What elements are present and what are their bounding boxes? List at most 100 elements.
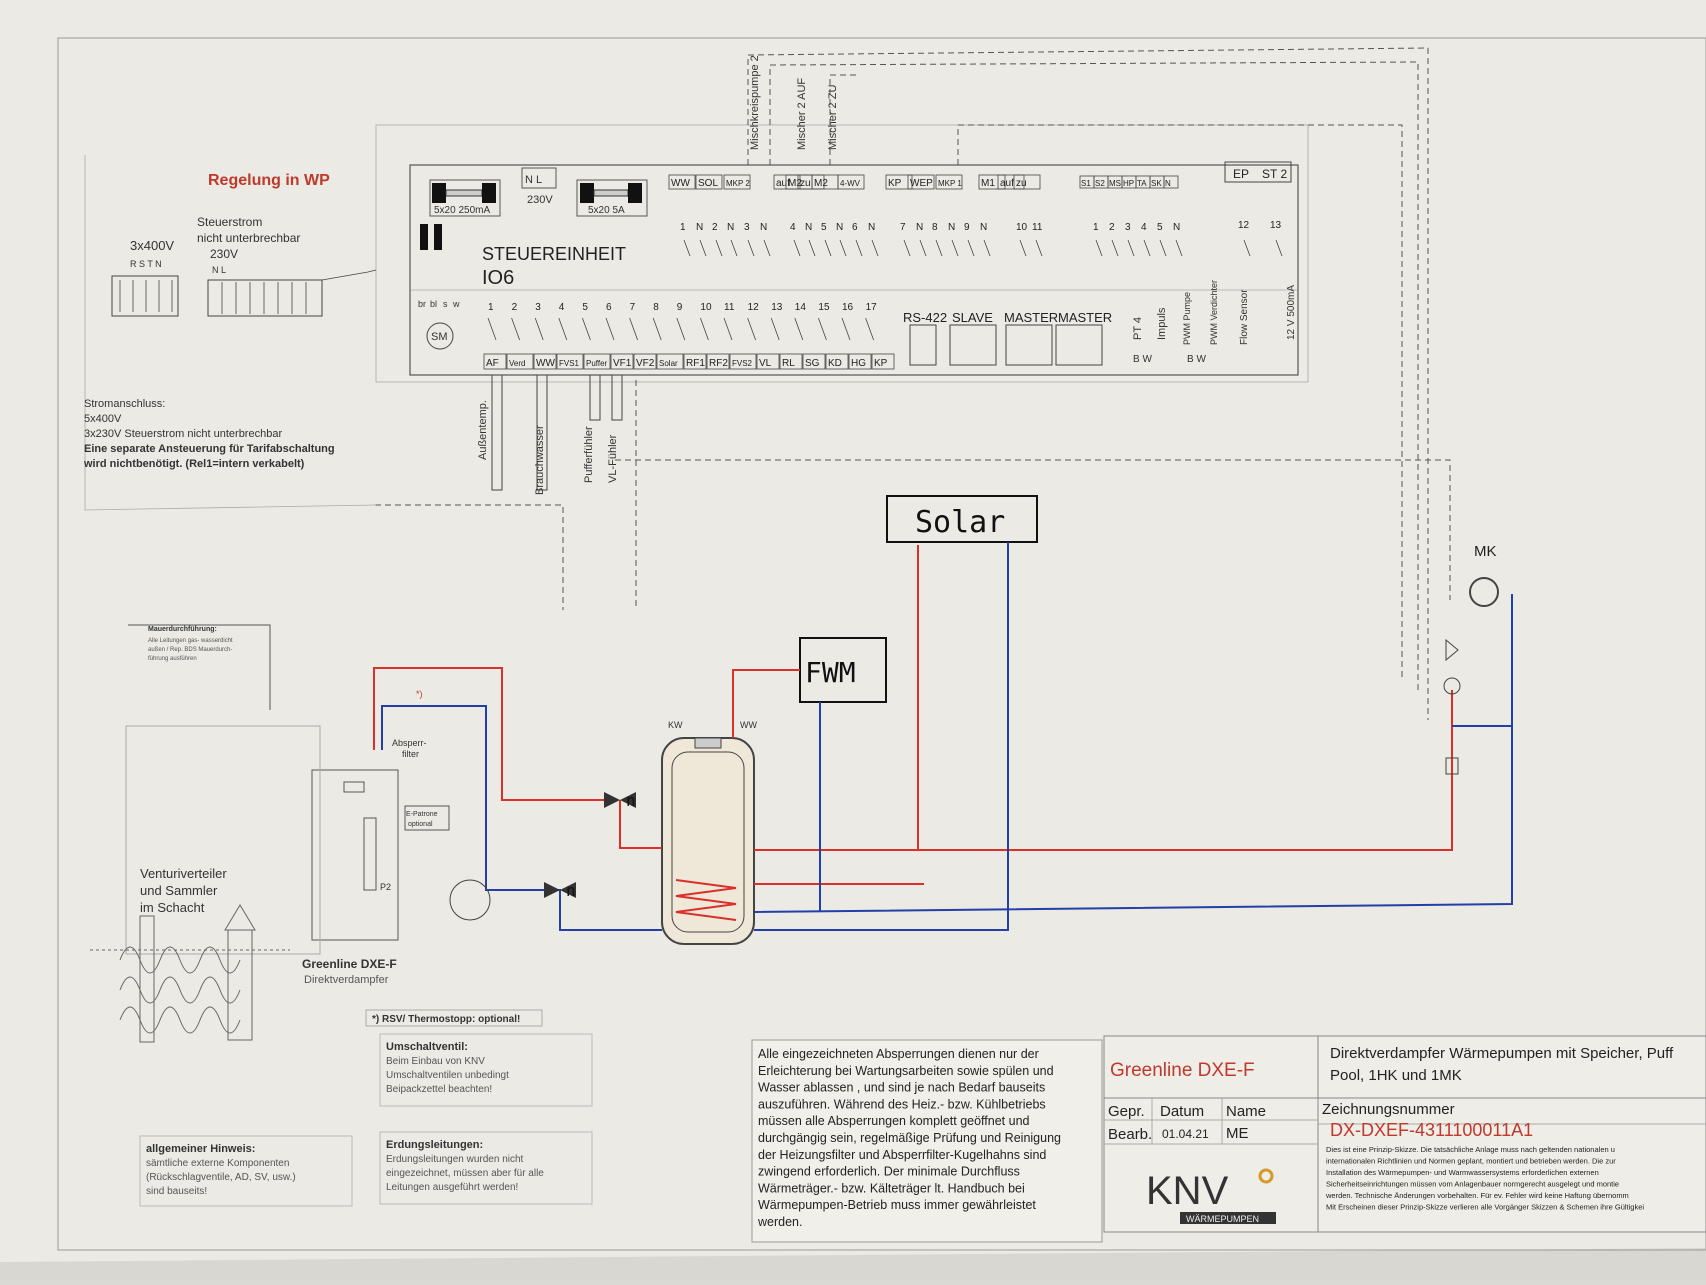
venturi-line-1: Venturiverteiler: [140, 866, 227, 881]
hinweis-note: allgemeiner Hinweis: sämtliche externe K…: [139, 1135, 353, 1207]
relay-number-16: 9: [964, 222, 970, 233]
supply-note-bold-1: Eine separate Ansteuerung für Tarifabsch…: [84, 443, 335, 455]
mauer-title: Mauerdurchführung:: [148, 626, 217, 633]
relay-right-5: N: [1173, 222, 1180, 233]
datum-label: Datum: [1160, 1103, 1204, 1120]
umschalt-title: Umschaltventil:: [386, 1041, 468, 1053]
main-note-line-11: werden.: [757, 1215, 802, 1229]
supply-note-1: Stromanschluss:: [84, 398, 165, 410]
product-title: Greenline DXE-F: [1110, 1060, 1255, 1081]
control-unit-model: IO6: [482, 267, 514, 289]
name-label: Name: [1226, 1103, 1266, 1120]
terminal-af: AF: [486, 358, 499, 369]
relay-number-7: N: [805, 222, 812, 233]
relay-number-4: 3: [744, 222, 750, 233]
control-unit-name: STEUEREINHEIT: [482, 244, 626, 264]
main-note-line-10: Wärmepumpen-Betrieb muss immer gewährlei…: [758, 1198, 1036, 1212]
relay-number-12: 7: [900, 222, 906, 233]
relay-number-5: N: [760, 222, 767, 233]
rstn-label: R S T N: [130, 259, 162, 269]
terminal-vf1: VF1: [613, 358, 632, 369]
disclaimer-line-2: internationalen Richtlinien und Normen g…: [1326, 1157, 1616, 1166]
terminal-top-7: 4-WV: [840, 179, 861, 188]
description-line-2: Pool, 1HK und 1MK: [1330, 1067, 1462, 1084]
logo-dot: [1258, 1168, 1274, 1184]
supply-note-2: 5x400V: [84, 413, 122, 425]
sensor-number-9: 9: [677, 302, 683, 313]
venturi-line-2: und Sammler: [140, 883, 218, 898]
relay-13: 13: [1270, 220, 1282, 231]
controller-heading: Regelung in WP: [208, 172, 330, 189]
terminal-rf2: RF2: [709, 358, 728, 369]
valve-bottom-n: n: [566, 881, 576, 900]
stepper-motor: SM br bl s w: [418, 299, 460, 350]
pipes-return: [381, 542, 1513, 931]
unit-title: Greenline DXE-F: [302, 957, 397, 971]
main-note-line-5: müssen alle Absperrungen komplett geöffn…: [758, 1114, 1030, 1128]
relay-12: 12: [1238, 220, 1250, 231]
mains-230v-label: 230V: [527, 194, 553, 206]
motor-wire-w: w: [452, 299, 460, 309]
sensor-number-7: 7: [630, 302, 636, 313]
umschalt-line-1: Beim Einbau von KNV: [386, 1056, 485, 1067]
relay-number-1: N: [696, 222, 703, 233]
ww-label: WW: [740, 720, 757, 730]
buffer-tank: KW WW: [661, 720, 757, 945]
cable-mischer-2-zu: Mischer 2 ZU: [827, 85, 839, 150]
pump-p2-label: P2: [380, 882, 391, 892]
terminal-top-1: SOL: [698, 178, 718, 189]
umschalt-line-2: Umschaltventilen unbedingt: [386, 1070, 509, 1081]
mauer-line-3: führung ausführen: [148, 656, 197, 662]
absperr-label-1: Absperr-: [392, 738, 427, 748]
terminal-sg: SG: [805, 358, 820, 369]
fuse-block-left: 5x20 250mA: [429, 179, 501, 217]
relay-number-14: 8: [932, 222, 938, 233]
fuse-block-right: 5x20 5A: [576, 179, 648, 217]
bus-slave: SLAVE: [952, 310, 993, 325]
sensor-number-15: 15: [818, 302, 830, 313]
sensor-number-1: 1: [488, 302, 494, 313]
sensor-number-4: 4: [559, 302, 565, 313]
terminal-top-10: MKP 1: [938, 179, 962, 188]
logo-subtitle: WÄRMEPUMPEN: [1186, 1214, 1259, 1224]
supply-note-3: 3x230V Steuerstrom nicht unterbrechbar: [84, 428, 282, 440]
expansion-vessel: [449, 879, 491, 921]
terminal-verd: Verd: [509, 359, 525, 368]
supply-note-bold-2: wird nichtbenötigt. (Rel1=intern verkabe…: [83, 458, 305, 470]
pwm-pump-label: PWM Pumpe: [1182, 292, 1192, 345]
motor-wire-s: s: [443, 299, 448, 309]
terminal-vl: VL: [759, 358, 772, 369]
sensor-number-3: 3: [535, 302, 541, 313]
terminal-fvs1: FVS1: [559, 359, 580, 368]
hinweis-line-1: sämtliche externe Komponenten: [146, 1158, 289, 1169]
umschalt-line-3: Beipackzettel beachten!: [386, 1084, 492, 1095]
three-phase-label: 3x400V: [130, 238, 174, 253]
rsv-note: *) RSV/ Thermostopp: optional!: [372, 1014, 520, 1025]
terminal-top-11: M1: [981, 178, 995, 189]
disclaimer-line-6: Mit Erscheinen dieser Prinzip-Skizze ver…: [1326, 1203, 1644, 1212]
cable-mischkreispumpe-2: Mischkreispumpe 2: [749, 55, 761, 150]
control-current-voltage: 230V: [210, 247, 238, 261]
terminal-top-4: M2: [788, 178, 802, 189]
sensor-number-13: 13: [771, 302, 783, 313]
erdung-note: Erdungsleitungen: Erdungsleitungen wurde…: [379, 1131, 593, 1205]
gepr-label: Gepr.: [1108, 1103, 1145, 1120]
erdung-line-3: Leitungen ausgeführt werden!: [386, 1182, 518, 1193]
mk-mixer: [1443, 638, 1461, 775]
relay-number-10: 6: [852, 222, 858, 233]
heat-pump-unit: [125, 624, 450, 955]
terminal-rl: RL: [782, 358, 795, 369]
relay-number-15: N: [948, 222, 955, 233]
date-value: 01.04.21: [1162, 1127, 1209, 1141]
mk-pump: [1469, 577, 1499, 607]
epatrone-label-1: E-Patrone: [406, 811, 438, 818]
sensor-number-10: 10: [700, 302, 712, 313]
terminal-vf2: VF2: [636, 358, 655, 369]
control-cables: [375, 47, 1451, 720]
sensor-number-5: 5: [582, 302, 588, 313]
main-note-line-2: Erleichterung bei Wartungsarbeiten sowie…: [758, 1064, 1054, 1078]
